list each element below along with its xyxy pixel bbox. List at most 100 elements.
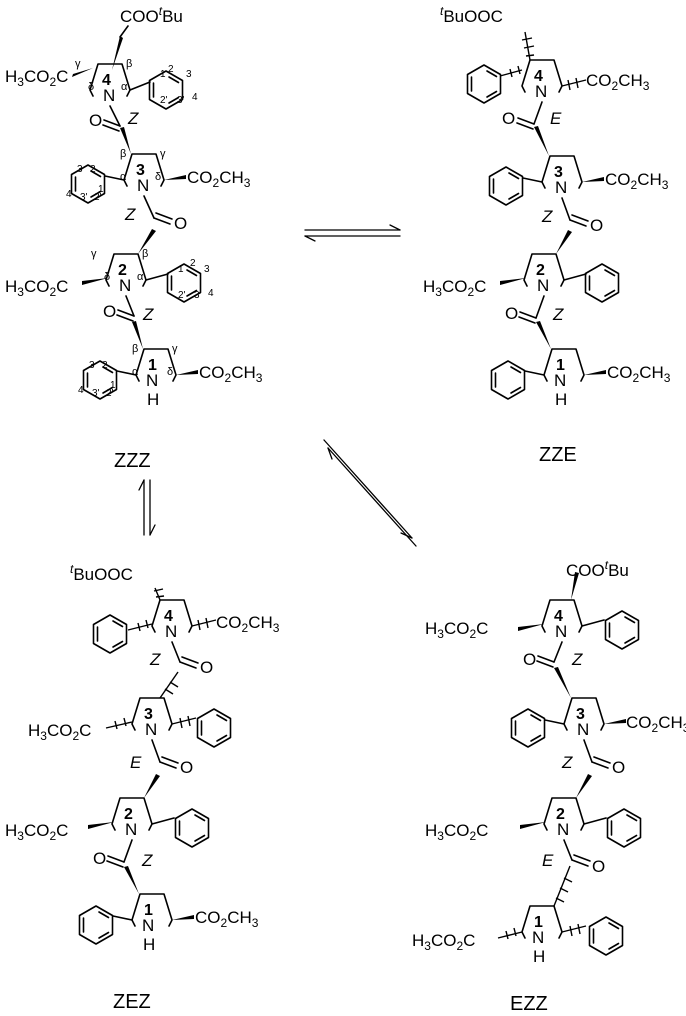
svg-text:3: 3 (89, 360, 95, 371)
svg-text:N: N (577, 720, 589, 739)
equilibrium-arrow-horizontal (304, 224, 401, 242)
svg-text:2': 2' (94, 192, 102, 203)
svg-text:4: 4 (78, 385, 84, 396)
svg-text:α: α (132, 366, 139, 378)
svg-text:4: 4 (66, 189, 72, 200)
svg-text:β: β (142, 248, 148, 260)
svg-text:2': 2' (106, 388, 114, 399)
svg-text:H3CO2C: H3CO2C (412, 931, 475, 953)
svg-text:O: O (200, 658, 213, 677)
svg-text:Z: Z (541, 207, 553, 226)
svg-text:1: 1 (110, 380, 116, 391)
svg-text:2: 2 (190, 258, 196, 269)
equilibrium-arrow-diagonal (323, 439, 417, 547)
svg-text:2: 2 (556, 806, 565, 823)
ring-1: N H 1 β γ α δ (132, 343, 178, 409)
svg-text:O: O (592, 857, 605, 876)
svg-text:2: 2 (102, 360, 108, 371)
svg-text:1: 1 (98, 184, 104, 195)
svg-text:N: N (119, 276, 131, 295)
svg-text:γ: γ (75, 58, 81, 70)
svg-text:E: E (542, 851, 554, 870)
svg-text:CO2CH3: CO2CH3 (216, 613, 280, 635)
svg-text:N: N (532, 928, 544, 947)
svg-text:Z: Z (561, 753, 573, 772)
svg-text:2: 2 (90, 164, 96, 175)
svg-text:1: 1 (144, 902, 153, 919)
svg-text:N: N (125, 820, 137, 839)
svg-text:N: N (145, 720, 157, 739)
svg-text:4: 4 (164, 608, 173, 625)
svg-text:δ: δ (88, 81, 94, 93)
svg-text:3': 3' (92, 388, 100, 399)
svg-text:1: 1 (148, 357, 157, 374)
svg-text:1: 1 (160, 69, 166, 80)
svg-text:H3CO2C: H3CO2C (28, 721, 91, 743)
svg-text:1: 1 (556, 357, 565, 374)
svg-text:CO2CH3: CO2CH3 (605, 170, 669, 192)
svg-text:α: α (120, 171, 127, 183)
svg-text:N: N (555, 178, 567, 197)
structure-zez: N 4 tBuOOC CO2CH3 O Z N 3 H3CO2C (5, 562, 280, 1013)
svg-text:O: O (174, 214, 187, 233)
svg-text:3': 3' (177, 95, 185, 106)
svg-text:3: 3 (576, 706, 585, 723)
svg-text:Z: Z (127, 109, 139, 128)
svg-text:H3CO2C: H3CO2C (5, 821, 68, 843)
svg-text:1: 1 (178, 264, 184, 275)
svg-text:Z: Z (571, 650, 583, 669)
methyl-ester-left: H3CO2C (5, 277, 68, 299)
svg-text:α: α (137, 271, 144, 283)
methyl-ester-right: CO2CH3 (586, 71, 650, 93)
svg-text:δ: δ (167, 366, 173, 378)
svg-text:4: 4 (208, 288, 214, 299)
svg-text:Z: Z (141, 851, 153, 870)
svg-text:H3CO2C: H3CO2C (423, 277, 486, 299)
svg-text:4: 4 (102, 72, 111, 89)
svg-text:3': 3' (80, 192, 88, 203)
svg-text:COOtBu: COOtBu (566, 558, 629, 580)
svg-text:N: N (142, 916, 154, 935)
svg-text:H: H (533, 947, 545, 966)
svg-text:2: 2 (168, 64, 174, 75)
svg-text:4: 4 (534, 68, 543, 85)
svg-text:O: O (523, 650, 536, 669)
svg-text:δ: δ (104, 271, 110, 283)
ring-4: N 4 γ β δ α (75, 58, 132, 105)
structure-ezz: N 4 COOtBu H3CO2C O Z N 3 CO2CH3 O Z N (412, 558, 686, 1015)
svg-text:tBuOOC: tBuOOC (70, 562, 133, 584)
svg-text:CO2CH3: CO2CH3 (195, 908, 259, 930)
caption-zzz: ZZZ (114, 450, 151, 472)
structure-zze: N 4 tBuOOC CO2CH3 O E N 3 CO2CH3 (423, 4, 671, 466)
svg-text:O: O (103, 302, 116, 321)
svg-text:δ: δ (155, 171, 161, 183)
svg-text:O: O (180, 758, 193, 777)
svg-text:O: O (612, 758, 625, 777)
caption-zze: ZZE (539, 444, 577, 466)
ring-3: N 3 β γ α δ (120, 148, 166, 195)
svg-text:Z: Z (149, 650, 161, 669)
svg-text:Z: Z (124, 205, 136, 224)
svg-text:γ: γ (160, 148, 166, 160)
svg-text:3: 3 (77, 164, 83, 175)
svg-text:Z: Z (552, 305, 564, 324)
svg-text:γ: γ (172, 343, 178, 355)
methyl-ester-left: H3CO2C (5, 67, 68, 89)
svg-text:3: 3 (554, 164, 563, 181)
svg-text:α: α (121, 81, 128, 93)
svg-text:O: O (93, 849, 106, 868)
svg-text:N: N (146, 371, 158, 390)
svg-text:N: N (555, 622, 567, 641)
svg-text:O: O (505, 304, 518, 323)
methyl-ester-right: CO2CH3 (199, 363, 263, 385)
svg-text:3: 3 (144, 706, 153, 723)
svg-text:4: 4 (554, 608, 563, 625)
svg-text:N: N (103, 86, 115, 105)
svg-text:4: 4 (192, 92, 198, 103)
equilibrium-arrow-vertical (138, 479, 156, 536)
svg-text:H: H (147, 390, 159, 409)
svg-text:N: N (554, 371, 566, 390)
tbu-ester-label: COOtBu (120, 4, 183, 26)
svg-text:2: 2 (536, 262, 545, 279)
svg-text:γ: γ (91, 248, 97, 260)
